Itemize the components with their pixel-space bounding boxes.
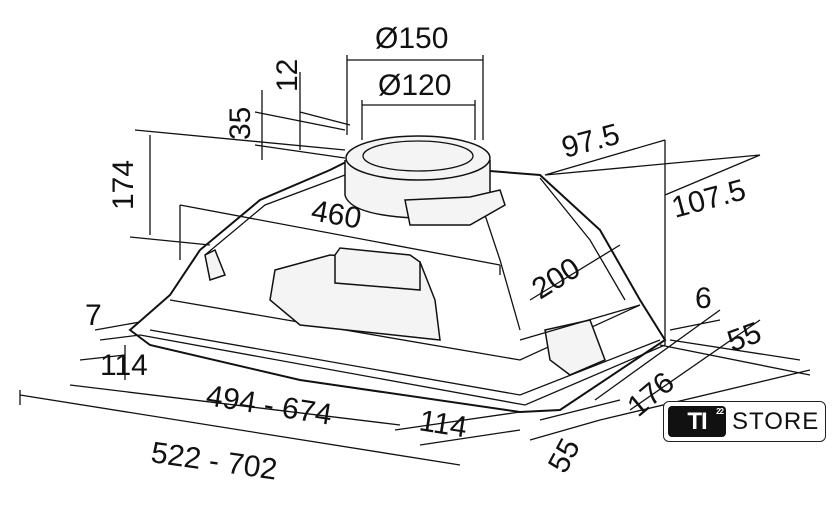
dim-97-5: 97.5 — [558, 118, 623, 165]
dim-107-5: 107.5 — [668, 173, 749, 224]
dim-114-right: 114 — [417, 404, 469, 444]
dim-dia-150: Ø150 — [375, 22, 448, 55]
dim-dia-120: Ø120 — [378, 69, 451, 102]
logo-superscript: 22 — [716, 407, 724, 416]
dim-7: 7 — [85, 299, 102, 332]
dim-494-674: 494 - 674 — [204, 379, 334, 431]
store-logo: TI 22 STORE — [663, 401, 826, 442]
logo-word: STORE — [732, 407, 820, 435]
duct-collar — [344, 135, 506, 226]
dim-522-702: 522 - 702 — [149, 436, 279, 486]
dimension-lines — [19, 55, 811, 466]
dim-55-right: 55 — [723, 316, 766, 358]
dim-6: 6 — [695, 282, 712, 315]
dim-174: 174 — [107, 160, 140, 210]
hood-body — [128, 158, 667, 414]
dim-114-left: 114 — [100, 349, 148, 382]
logo-brand: TI — [687, 407, 707, 435]
logo-badge: TI 22 — [668, 406, 726, 437]
dim-35: 35 — [224, 107, 257, 140]
dim-55-bottom: 55 — [542, 433, 587, 478]
dim-12: 12 — [271, 59, 304, 92]
